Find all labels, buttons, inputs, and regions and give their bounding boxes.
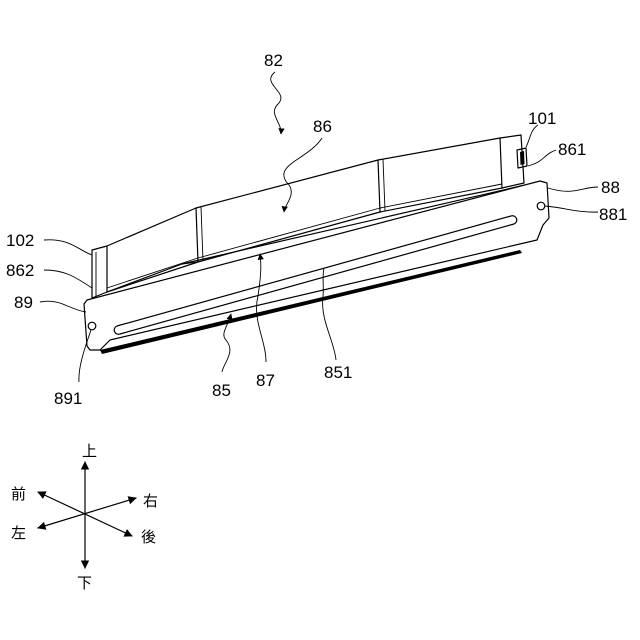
label-82: 82 <box>264 51 283 70</box>
direction-right: 右 <box>143 492 158 510</box>
direction-back: 後 <box>141 528 156 546</box>
label-86: 86 <box>313 117 332 136</box>
label-89: 89 <box>14 293 33 312</box>
label-88: 88 <box>601 178 620 197</box>
label-862: 862 <box>6 261 34 280</box>
label-891: 891 <box>54 389 82 408</box>
label-861: 861 <box>558 140 586 159</box>
label-87: 87 <box>256 371 275 390</box>
direction-compass: 上 下 前 後 左 右 <box>11 442 158 592</box>
label-102: 102 <box>6 231 34 250</box>
left-right-arrow <box>38 498 136 528</box>
direction-up: 上 <box>82 442 97 460</box>
label-85: 85 <box>212 381 231 400</box>
plate-member-85 <box>84 181 549 350</box>
direction-left: 左 <box>11 524 26 542</box>
label-101: 101 <box>528 109 556 128</box>
label-881: 881 <box>599 205 627 224</box>
assembly-82 <box>84 135 549 354</box>
direction-front: 前 <box>11 485 26 503</box>
direction-down: 下 <box>77 574 92 592</box>
label-851: 851 <box>324 363 352 382</box>
